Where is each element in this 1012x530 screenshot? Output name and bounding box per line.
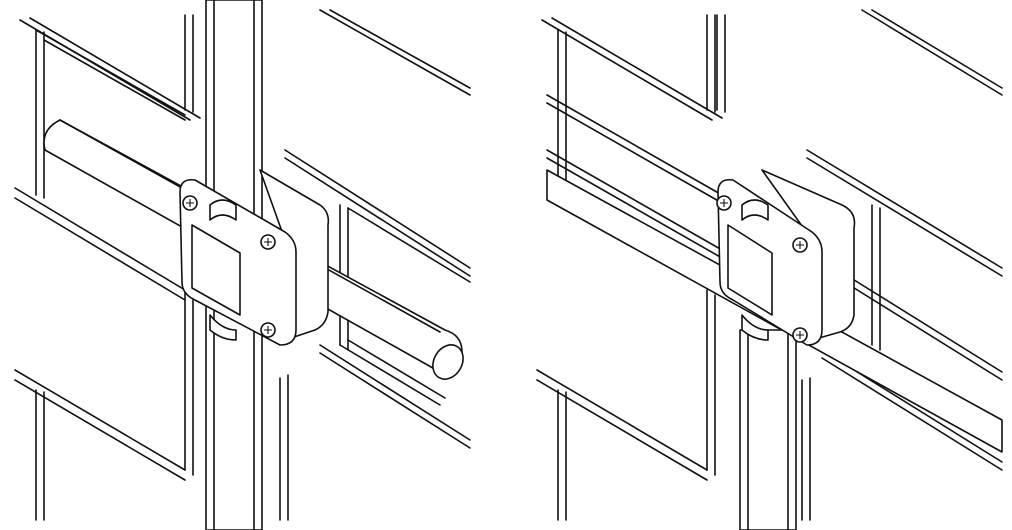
brick-wall bbox=[536, 9, 1003, 521]
pipe-clamp bbox=[179, 169, 330, 346]
panel-left bbox=[0, 0, 490, 530]
illustration-right bbox=[536, 9, 1003, 530]
brick-wall bbox=[14, 9, 471, 521]
vertical-pipe bbox=[716, 14, 797, 530]
panel-right bbox=[522, 0, 1012, 530]
pipe-clamp bbox=[716, 169, 856, 346]
illustration-left bbox=[14, 0, 471, 530]
